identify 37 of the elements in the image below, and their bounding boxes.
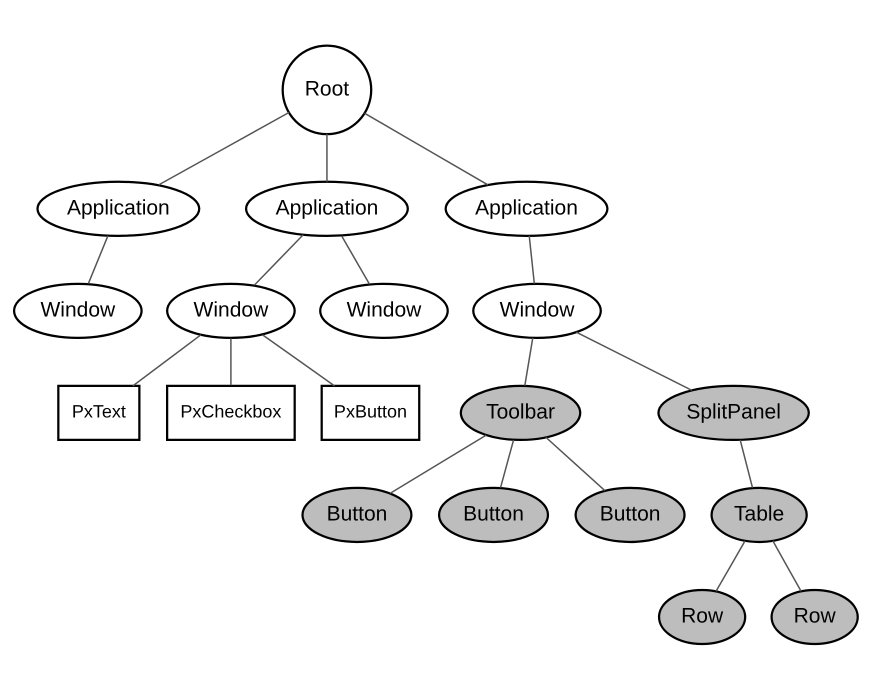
node-ellipse: SplitPanel bbox=[657, 384, 810, 442]
connector bbox=[158, 112, 290, 186]
node-ellipse: Button bbox=[438, 486, 550, 544]
node-ellipse: Window bbox=[319, 282, 449, 339]
node-ellipse: Application bbox=[244, 180, 409, 237]
connector bbox=[326, 134, 328, 182]
connector bbox=[524, 338, 534, 386]
node-ellipse: Row bbox=[770, 588, 859, 646]
connector bbox=[500, 440, 514, 488]
connector bbox=[528, 236, 536, 284]
node-box: PxCheckbox bbox=[166, 384, 296, 442]
node-ellipse: Toolbar bbox=[460, 384, 582, 442]
node-ellipse: Table bbox=[710, 486, 808, 544]
connector bbox=[340, 235, 370, 285]
node-ellipse: Button bbox=[301, 486, 413, 544]
connector bbox=[739, 440, 754, 488]
connector bbox=[364, 112, 488, 186]
node-circle: Root bbox=[282, 44, 372, 136]
node-ellipse: Window bbox=[12, 282, 143, 339]
connector bbox=[254, 234, 304, 286]
connector bbox=[772, 540, 802, 592]
node-ellipse: Button bbox=[574, 486, 686, 544]
connector bbox=[715, 540, 746, 592]
connector bbox=[230, 338, 232, 386]
node-ellipse: Window bbox=[166, 282, 296, 339]
node-ellipse: Application bbox=[36, 180, 200, 237]
connector bbox=[576, 332, 692, 391]
node-ellipse: Application bbox=[444, 180, 609, 237]
connector bbox=[88, 236, 109, 284]
node-ellipse: Window bbox=[472, 282, 602, 339]
connector bbox=[262, 334, 335, 386]
node-ellipse: Row bbox=[658, 588, 746, 646]
connector bbox=[545, 436, 606, 492]
connector bbox=[390, 434, 487, 494]
node-box: PxText bbox=[57, 384, 140, 442]
node-box: PxButton bbox=[320, 384, 420, 442]
connector bbox=[132, 334, 202, 386]
